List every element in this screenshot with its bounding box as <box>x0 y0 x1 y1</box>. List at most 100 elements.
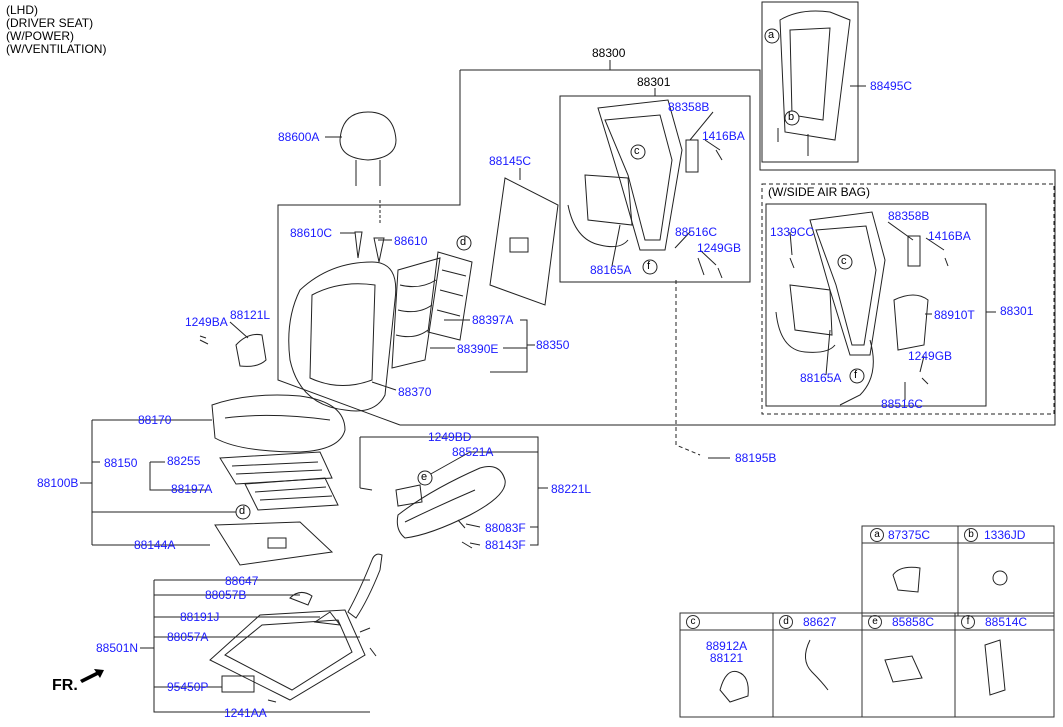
legend-cell-f: f 88514C <box>955 613 1054 717</box>
label-88397A[interactable]: 88397A <box>472 313 514 327</box>
legend-letter-a: a <box>870 528 884 542</box>
legend-part-88627[interactable]: 88627 <box>803 615 837 629</box>
label-88358B-top[interactable]: 88358B <box>668 100 710 114</box>
diagram-notes: (LHD) (DRIVER SEAT) (W/POWER) (W/VENTILA… <box>6 4 106 56</box>
legend-cell-e: e 85858C <box>862 613 955 717</box>
legend-part-88514C[interactable]: 88514C <box>985 615 1028 629</box>
side-airbag-title: (W/SIDE AIR BAG) <box>768 185 871 199</box>
label-1339CC[interactable]: 1339CC <box>770 225 815 239</box>
legend-letter-b: b <box>964 528 978 542</box>
note-line: (DRIVER SEAT) <box>6 16 94 30</box>
label-88195B[interactable]: 88195B <box>735 451 777 465</box>
legend-part-1336JD[interactable]: 1336JD <box>984 528 1026 542</box>
label-88221L[interactable]: 88221L <box>551 482 592 496</box>
label-88057A[interactable]: 88057A <box>167 630 209 644</box>
heater-88255-drawing <box>219 451 333 485</box>
headrest-drawing <box>325 111 397 186</box>
callout-e: e <box>421 471 428 483</box>
label-88390E[interactable]: 88390E <box>457 342 499 356</box>
label-88255[interactable]: 88255 <box>167 454 201 468</box>
label-88301-top[interactable]: 88301 <box>637 75 671 89</box>
note-line: (LHD) <box>6 3 38 17</box>
mat-88197A-drawing <box>244 477 339 511</box>
backrest-group-bracket <box>277 70 461 426</box>
legend-cell-c: c 88912A 88121 <box>680 613 773 717</box>
callout-d: d <box>460 236 467 248</box>
leader-lines <box>80 60 996 713</box>
label-88610[interactable]: 88610 <box>394 234 428 248</box>
label-88910T[interactable]: 88910T <box>934 308 975 322</box>
label-1249GB-top[interactable]: 1249GB <box>697 241 742 255</box>
label-88495C[interactable]: 88495C <box>870 79 913 93</box>
side-airbag-inner-box <box>765 203 987 407</box>
label-88100B[interactable]: 88100B <box>37 476 79 490</box>
label-88358B-sab[interactable]: 88358B <box>888 209 930 223</box>
label-88191J[interactable]: 88191J <box>180 610 220 624</box>
legend-letter-f: f <box>961 615 975 629</box>
legend-cell-a: a 87375C <box>862 526 958 543</box>
label-95450P[interactable]: 95450P <box>167 680 209 694</box>
callout-c: c <box>634 145 640 157</box>
switch-88521A-drawing <box>359 484 423 507</box>
legend-letter-d: d <box>779 615 793 629</box>
label-88144A[interactable]: 88144A <box>134 538 176 552</box>
legend-part-88121[interactable]: 88121 <box>709 651 744 665</box>
callout-f: f <box>647 260 651 272</box>
panel-88495C-box <box>761 1 859 163</box>
label-88610C[interactable]: 88610C <box>290 226 333 240</box>
label-88300[interactable]: 88300 <box>592 46 626 60</box>
callout-circles <box>235 28 865 520</box>
callout-c: c <box>841 255 847 267</box>
label-88145C[interactable]: 88145C <box>489 154 532 168</box>
label-88600A[interactable]: 88600A <box>278 130 320 144</box>
front-arrow-icon <box>80 669 104 683</box>
legend-grid <box>679 525 1055 718</box>
label-88170[interactable]: 88170 <box>138 413 172 427</box>
legend-letter-c: c <box>686 615 700 629</box>
callout-b: b <box>788 111 795 123</box>
label-88521A[interactable]: 88521A <box>452 445 494 459</box>
label-88057B[interactable]: 88057B <box>205 588 247 602</box>
assembly-88300-bracket <box>400 69 1056 426</box>
callout-f: f <box>854 369 858 381</box>
label-1416BA-top[interactable]: 1416BA <box>702 129 745 143</box>
label-88197A[interactable]: 88197A <box>171 482 213 496</box>
legend-part-85858C[interactable]: 85858C <box>892 615 935 629</box>
label-88121L[interactable]: 88121L <box>230 308 271 322</box>
mat-88390E-drawing <box>391 257 441 369</box>
label-88350[interactable]: 88350 <box>536 338 570 352</box>
label-88150[interactable]: 88150 <box>104 456 138 470</box>
legend-part-87375C[interactable]: 87375C <box>888 528 931 542</box>
label-1249BA[interactable]: 1249BA <box>185 315 228 329</box>
pad-88145C-drawing <box>489 168 559 306</box>
label-88501N[interactable]: 88501N <box>96 641 139 655</box>
label-88083F[interactable]: 88083F <box>485 521 526 535</box>
label-88516C-top[interactable]: 88516C <box>675 225 718 239</box>
label-88370[interactable]: 88370 <box>398 385 432 399</box>
label-1249GB-sab[interactable]: 1249GB <box>908 349 953 363</box>
label-1416BA-sab[interactable]: 1416BA <box>928 229 971 243</box>
label-88301-sab[interactable]: 88301 <box>1000 304 1034 318</box>
legend-part-drawings <box>719 566 1008 703</box>
legend-letter-e: e <box>868 615 882 629</box>
legend-part-88912A[interactable]: 88912A <box>705 639 748 653</box>
cover-88121L-drawing <box>199 321 267 367</box>
label-88143F[interactable]: 88143F <box>485 538 526 552</box>
shield-88221L-drawing <box>396 466 506 549</box>
label-88165A-sab[interactable]: 88165A <box>800 371 842 385</box>
label-1249BD[interactable]: 1249BD <box>428 430 472 444</box>
panel-88495C-drawing <box>777 10 851 156</box>
label-88647[interactable]: 88647 <box>225 574 259 588</box>
pad-88144A-drawing <box>214 521 334 566</box>
legend-cell-d: d 88627 <box>773 613 862 717</box>
front-direction-label: FR. <box>52 677 78 694</box>
heater-88397A-drawing <box>427 251 473 341</box>
label-88165A-top[interactable]: 88165A <box>590 263 632 277</box>
label-88516C-sab[interactable]: 88516C <box>881 397 924 411</box>
callout-d: d <box>239 505 246 517</box>
cushion-cover-drawing <box>211 394 346 453</box>
frame-88301-top-drawing <box>567 99 723 279</box>
note-line: (W/VENTILATION) <box>6 42 107 56</box>
label-1241AA[interactable]: 1241AA <box>224 706 267 720</box>
